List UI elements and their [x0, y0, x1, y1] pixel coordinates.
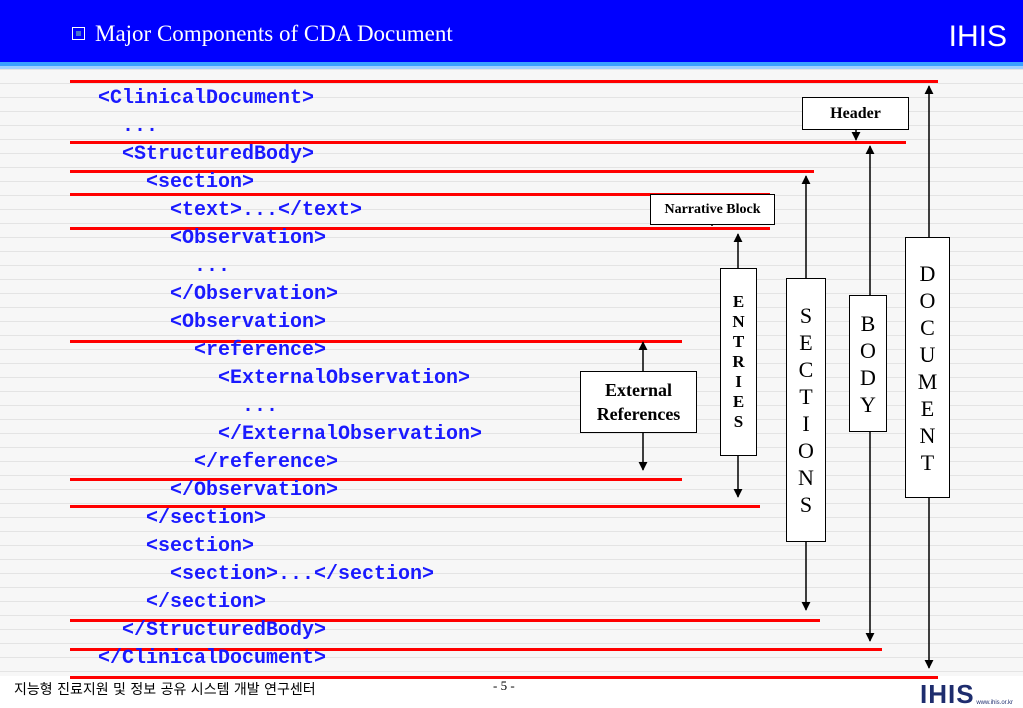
slide-title: Major Components of CDA Document: [95, 21, 453, 46]
divider-line: [70, 193, 770, 196]
code-line: </ExternalObservation>: [98, 423, 483, 446]
sections-letter: N: [798, 465, 814, 490]
code-line: <ClinicalDocument>: [98, 87, 315, 110]
entries-letter: E: [732, 392, 745, 411]
sections-letter: S: [799, 492, 813, 517]
code-line: <section>: [98, 171, 255, 194]
title-bar: [0, 0, 1023, 62]
header-label: Header: [802, 97, 909, 130]
code-line: </section>: [98, 507, 267, 530]
logo-subtext: www.ihis.or.kr: [976, 700, 1013, 706]
entries-label: E N T R I E S: [720, 268, 757, 456]
narrative-block-label: Narrative Block: [650, 194, 775, 225]
divider-line: [70, 340, 682, 343]
sections-letter: C: [798, 357, 814, 382]
body-letter: D: [860, 364, 876, 390]
body-label: B O D Y: [849, 295, 887, 432]
sections-letter: T: [799, 384, 813, 409]
document-letter: T: [920, 449, 935, 475]
document-letter: O: [919, 287, 936, 313]
entries-letter: N: [732, 312, 745, 331]
document-letter: E: [920, 395, 935, 421]
document-letter: D: [919, 260, 936, 286]
code-line: ...: [98, 255, 231, 278]
entries-letter: S: [733, 412, 744, 431]
external-references-line: References: [596, 404, 681, 424]
sections-letter: I: [802, 411, 810, 436]
code-line: </Observation>: [98, 283, 339, 306]
cda-code-listing: <ClinicalDocument> ... <StructuredBody> …: [98, 85, 482, 673]
divider-line: [70, 619, 820, 622]
code-line: </reference>: [98, 451, 339, 474]
code-line: <Observation>: [98, 227, 327, 250]
sections-letter: S: [799, 303, 813, 328]
title-bar-stripe: [0, 62, 1023, 66]
divider-line: [70, 648, 882, 651]
external-references-label: External References: [580, 371, 697, 433]
divider-line: [70, 227, 770, 230]
divider-line: [70, 80, 938, 83]
body-letter: B: [860, 310, 876, 336]
external-references-line: External: [605, 380, 672, 400]
code-line: <text>...</text>: [98, 199, 363, 222]
divider-line: [70, 676, 938, 679]
code-line: </ClinicalDocument>: [98, 647, 327, 670]
code-line: </StructuredBody>: [98, 619, 327, 642]
document-letter: U: [919, 341, 936, 367]
divider-line: [70, 478, 682, 481]
document-letter: M: [917, 368, 938, 394]
code-line: ...: [98, 115, 159, 138]
page-number: - 5 -: [493, 678, 515, 693]
sections-letter: O: [798, 438, 814, 463]
code-line: </Observation>: [98, 479, 339, 502]
entries-letter: T: [732, 332, 745, 351]
body-letter: Y: [860, 391, 876, 417]
logo-text: IHIS: [920, 679, 975, 708]
sections-label: S E C T I O N S: [786, 278, 826, 542]
code-line: <StructuredBody>: [98, 143, 315, 166]
organization-name: 지능형 진료지원 및 정보 공유 시스템 개발 연구센터: [14, 682, 316, 698]
code-line: ...: [98, 395, 279, 418]
code-line: <section>...</section>: [98, 563, 435, 586]
sections-letter: E: [799, 330, 813, 355]
code-line: <ExternalObservation>: [98, 367, 471, 390]
document-letter: N: [919, 422, 936, 448]
document-label: D O C U M E N T: [905, 237, 950, 498]
code-line: <Observation>: [98, 311, 327, 334]
document-letter: C: [920, 314, 935, 340]
square-bullet-icon: [72, 27, 85, 40]
entries-letter: I: [735, 372, 742, 391]
entries-letter: E: [732, 292, 745, 311]
divider-line: [70, 141, 906, 144]
ihis-logo: IHIS www.ihis.or.kr: [920, 679, 1015, 708]
brand-name: IHIS: [948, 20, 1007, 53]
divider-line: [70, 505, 760, 508]
entries-letter: R: [732, 352, 745, 371]
divider-line: [70, 170, 814, 173]
body-letter: O: [860, 337, 876, 363]
code-line: </section>: [98, 591, 267, 614]
code-line: <reference>: [98, 339, 327, 362]
title-bar-stripe-light: [0, 66, 1023, 69]
code-line: <section>: [98, 535, 255, 558]
